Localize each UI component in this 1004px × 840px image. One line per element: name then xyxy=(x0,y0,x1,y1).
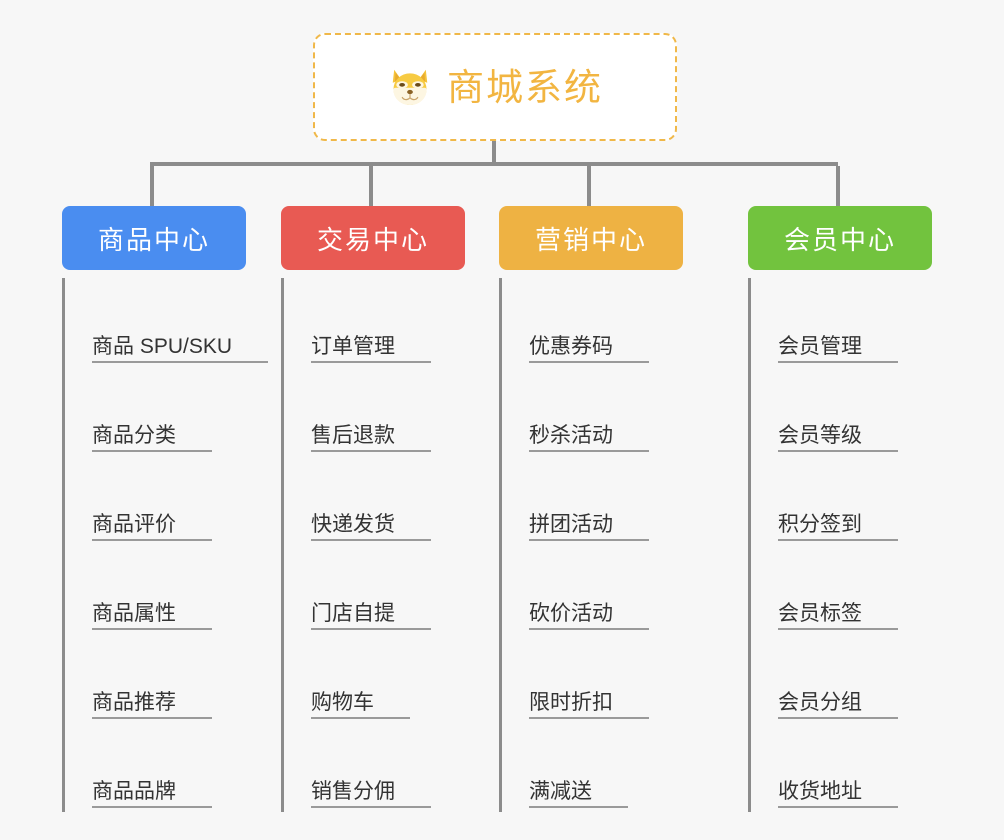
leaf-label: 商品推荐 xyxy=(92,691,212,719)
connector-root-stem xyxy=(492,141,496,166)
leaf-label: 积分签到 xyxy=(778,513,898,541)
leaf-stack-4: 会员管理 会员等级 积分签到 会员标签 会员分组 收货地址 xyxy=(748,278,948,812)
connector-leaf-trunk-1 xyxy=(62,278,65,812)
leaf-label: 会员等级 xyxy=(778,424,898,452)
leaf-label: 商品分类 xyxy=(92,424,212,452)
leaf-item[interactable]: 商品属性 xyxy=(62,545,262,634)
leaf-item[interactable]: 收货地址 xyxy=(748,723,948,812)
leaf-item[interactable]: 商品分类 xyxy=(62,367,262,456)
leaf-item[interactable]: 积分签到 xyxy=(748,456,948,545)
leaf-item[interactable]: 销售分佣 xyxy=(281,723,481,812)
branch-header-label-1: 商品中心 xyxy=(97,224,210,255)
leaf-label: 销售分佣 xyxy=(311,780,431,808)
leaf-item[interactable]: 商品评价 xyxy=(62,456,262,545)
leaf-item[interactable]: 拼团活动 xyxy=(499,456,699,545)
leaf-item[interactable]: 砍价活动 xyxy=(499,545,699,634)
branch-header-label-4: 会员中心 xyxy=(783,224,896,255)
leaf-label: 会员标签 xyxy=(778,602,898,630)
connector-branch-drop-3 xyxy=(587,166,591,206)
leaf-label: 限时折扣 xyxy=(529,691,649,719)
leaf-item[interactable]: 售后退款 xyxy=(281,367,481,456)
leaf-item[interactable]: 商品品牌 xyxy=(62,723,262,812)
leaf-label: 商品 SPU/SKU xyxy=(92,335,269,363)
branch-header-1[interactable]: 商品中心 xyxy=(62,206,246,270)
leaf-label: 秒杀活动 xyxy=(529,424,649,452)
leaf-stack-3: 优惠券码 秒杀活动 拼团活动 砍价活动 限时折扣 满减送 xyxy=(499,278,699,812)
leaf-label: 快递发货 xyxy=(311,513,431,541)
leaf-label: 收货地址 xyxy=(778,780,898,808)
leaf-label: 商品属性 xyxy=(92,602,212,630)
connector-branch-drop-1 xyxy=(150,166,154,206)
branch-header-label-2: 交易中心 xyxy=(316,224,429,255)
leaf-stack-2: 订单管理 售后退款 快递发货 门店自提 购物车 销售分佣 xyxy=(281,278,481,812)
leaf-item[interactable]: 优惠券码 xyxy=(499,278,699,367)
leaf-label: 购物车 xyxy=(311,691,410,719)
branch-header-4[interactable]: 会员中心 xyxy=(748,206,932,270)
leaf-item[interactable]: 秒杀活动 xyxy=(499,367,699,456)
leaf-item[interactable]: 门店自提 xyxy=(281,545,481,634)
leaf-item[interactable]: 商品推荐 xyxy=(62,634,262,723)
leaf-item[interactable]: 满减送 xyxy=(499,723,699,812)
leaf-item[interactable]: 商品 SPU/SKU xyxy=(62,278,269,367)
leaf-label: 商品品牌 xyxy=(92,780,212,808)
leaf-item[interactable]: 会员等级 xyxy=(748,367,948,456)
leaf-item[interactable]: 会员分组 xyxy=(748,634,948,723)
leaf-item[interactable]: 订单管理 xyxy=(281,278,481,367)
leaf-label: 优惠券码 xyxy=(529,335,649,363)
leaf-label: 订单管理 xyxy=(311,335,431,363)
leaf-item[interactable]: 会员标签 xyxy=(748,545,948,634)
branch-header-3[interactable]: 营销中心 xyxy=(499,206,683,270)
root-title: 商城系统 xyxy=(447,66,603,108)
leaf-stack-1: 商品 SPU/SKU 商品分类 商品评价 商品属性 商品推荐 商品品牌 xyxy=(62,278,269,812)
root-node-shopping-mall-system[interactable]: 商城系统 xyxy=(313,33,677,141)
leaf-item[interactable]: 会员管理 xyxy=(748,278,948,367)
leaf-label: 门店自提 xyxy=(311,602,431,630)
connector-leaf-trunk-4 xyxy=(748,278,751,812)
connector-branch-drop-4 xyxy=(836,166,840,206)
leaf-label: 砍价活动 xyxy=(529,602,649,630)
dog-face-icon xyxy=(392,69,428,105)
connector-horizontal-bus xyxy=(150,162,838,166)
connector-leaf-trunk-3 xyxy=(499,278,502,812)
branch-header-label-3: 营销中心 xyxy=(534,224,647,255)
leaf-item[interactable]: 快递发货 xyxy=(281,456,481,545)
leaf-item[interactable]: 购物车 xyxy=(281,634,481,723)
leaf-label: 售后退款 xyxy=(311,424,431,452)
branch-header-2[interactable]: 交易中心 xyxy=(281,206,465,270)
connector-leaf-trunk-2 xyxy=(281,278,284,812)
leaf-label: 拼团活动 xyxy=(529,513,649,541)
connector-branch-drop-2 xyxy=(369,166,373,206)
leaf-label: 满减送 xyxy=(529,780,628,808)
leaf-item[interactable]: 限时折扣 xyxy=(499,634,699,723)
leaf-label: 商品评价 xyxy=(92,513,212,541)
leaf-label: 会员管理 xyxy=(778,335,898,363)
leaf-label: 会员分组 xyxy=(778,691,898,719)
